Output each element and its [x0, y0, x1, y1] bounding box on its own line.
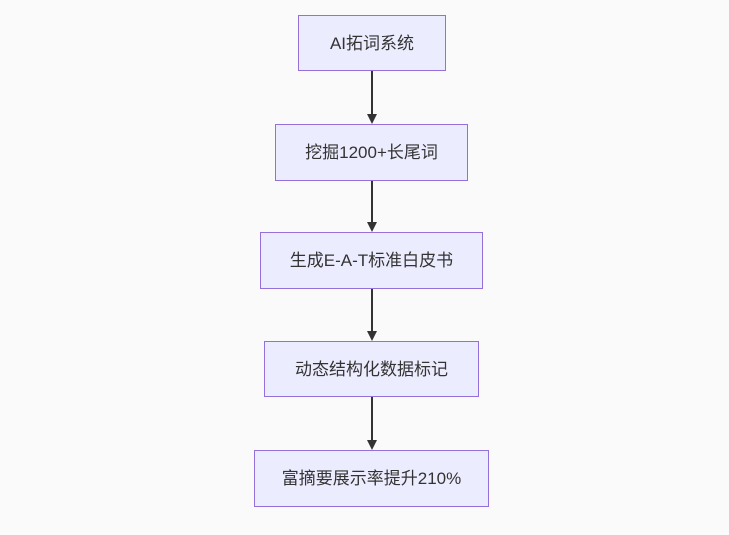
edge-line — [370, 397, 373, 440]
arrow-down-icon — [366, 114, 377, 124]
flow-edge-4 — [366, 397, 377, 450]
node-label: 生成E-A-T标准白皮书 — [289, 251, 454, 270]
flow-edge-1 — [366, 71, 377, 124]
flowchart-node-rich-snippet-uplift: 富摘要展示率提升210% — [254, 450, 489, 507]
flowchart-node-eat-whitepaper: 生成E-A-T标准白皮书 — [260, 232, 483, 289]
node-label: 动态结构化数据标记 — [295, 359, 448, 379]
arrow-down-icon — [366, 222, 377, 232]
arrow-down-icon — [366, 331, 377, 341]
edge-line — [370, 181, 373, 222]
flow-edge-2 — [366, 181, 377, 232]
flow-edge-3 — [366, 289, 377, 341]
node-label: AI拓词系统 — [329, 33, 415, 53]
node-label: 富摘要展示率提升210% — [281, 469, 462, 488]
edge-line — [370, 289, 373, 331]
flowchart-node-longtail-keyword-mining: 挖掘1200+长尾词 — [275, 124, 468, 181]
node-label: 挖掘1200+长尾词 — [305, 143, 438, 162]
flowchart-node-ai-expansion-system: AI拓词系统 — [298, 15, 446, 71]
flowchart-node-structured-data-markup: 动态结构化数据标记 — [264, 341, 479, 397]
arrow-down-icon — [366, 440, 377, 450]
edge-line — [370, 71, 373, 114]
